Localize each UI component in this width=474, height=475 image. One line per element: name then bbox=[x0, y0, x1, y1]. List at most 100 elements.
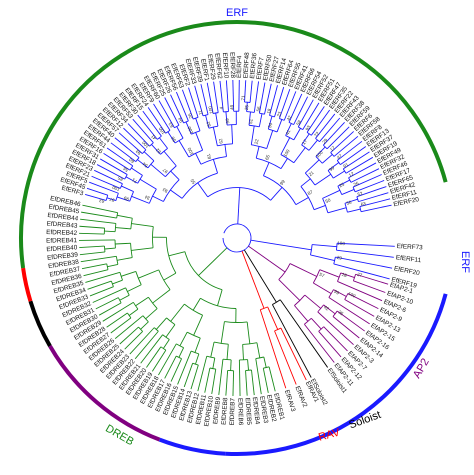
terminal-branch bbox=[110, 142, 137, 162]
terminal-branch bbox=[297, 99, 314, 128]
internal-arc bbox=[352, 186, 356, 193]
clade-stem-erf_side bbox=[250, 239, 277, 245]
internal-branch bbox=[167, 131, 176, 144]
internal-branch bbox=[313, 205, 326, 211]
terminal-branch bbox=[355, 273, 389, 285]
terminal-branch bbox=[175, 91, 189, 122]
terminal-branch bbox=[213, 81, 219, 113]
bootstrap-value: 100 bbox=[158, 126, 167, 136]
leaf-label: EfDREB8 bbox=[221, 397, 230, 425]
leaf-label: EfERF28 bbox=[228, 52, 236, 79]
terminal-branch bbox=[283, 91, 297, 121]
internal-branch bbox=[115, 227, 131, 230]
bootstrap-value: 81 bbox=[206, 153, 212, 160]
terminal-branch bbox=[80, 255, 117, 263]
internal-branch bbox=[267, 116, 273, 130]
bootstrap-value: 100 bbox=[141, 140, 150, 149]
internal-branch bbox=[217, 289, 223, 306]
internal-branch bbox=[198, 261, 213, 276]
internal-branch bbox=[163, 150, 177, 167]
tree-branches bbox=[79, 80, 395, 396]
internal-branch bbox=[312, 244, 337, 248]
internal-branch bbox=[152, 289, 171, 304]
terminal-branch bbox=[119, 326, 139, 345]
terminal-branch bbox=[89, 181, 119, 194]
bootstrap-value: 51 bbox=[248, 118, 254, 124]
terminal-branch bbox=[238, 359, 241, 396]
terminal-branch bbox=[280, 327, 307, 381]
bootstrap-value: 100 bbox=[111, 184, 120, 192]
bootstrap-value: 42 bbox=[323, 304, 330, 311]
internal-branch bbox=[327, 162, 340, 171]
internal-branch bbox=[248, 111, 251, 126]
bootstrap-value: 72 bbox=[313, 130, 320, 137]
internal-arc bbox=[352, 274, 357, 281]
bootstrap-value: 85 bbox=[117, 175, 124, 182]
internal-arc bbox=[152, 226, 154, 248]
bootstrap-value: 18 bbox=[341, 272, 348, 279]
terminal-branch bbox=[211, 369, 217, 395]
internal-branch bbox=[246, 321, 251, 344]
bootstrap-value: 100 bbox=[315, 149, 324, 158]
terminal-branch bbox=[258, 82, 266, 114]
internal-branch bbox=[179, 331, 188, 347]
terminal-branch bbox=[132, 118, 154, 143]
internal-branch bbox=[337, 179, 350, 187]
internal-branch bbox=[116, 196, 130, 202]
bootstrap-value: 100 bbox=[337, 241, 345, 247]
internal-arc bbox=[149, 142, 154, 147]
internal-branch bbox=[212, 357, 216, 369]
bootstrap-value: 82 bbox=[155, 147, 162, 154]
terminal-branch bbox=[336, 249, 394, 258]
leaf-label: EfDREB39 bbox=[47, 252, 79, 262]
terminal-branch bbox=[87, 280, 112, 290]
bootstrap-value: 12 bbox=[348, 171, 355, 178]
internal-branch bbox=[128, 308, 139, 316]
clade-stem-erf_main bbox=[237, 208, 240, 225]
internal-arc bbox=[348, 177, 352, 183]
leaf-label: EfERF1 bbox=[199, 58, 210, 82]
internal-branch bbox=[195, 132, 204, 151]
internal-branch bbox=[151, 144, 161, 155]
leaf-label: EfDREB41 bbox=[46, 237, 77, 244]
internal-arc bbox=[245, 369, 252, 371]
bootstrap-value: 55 bbox=[189, 177, 196, 184]
internal-branch bbox=[117, 214, 133, 219]
terminal-branch bbox=[317, 311, 354, 345]
leaf-label: EfDREB9 bbox=[212, 396, 222, 424]
bootstrap-value: 71 bbox=[131, 177, 138, 184]
internal-branch bbox=[278, 279, 301, 301]
internal-branch bbox=[220, 321, 225, 344]
terminal-branch bbox=[360, 204, 392, 213]
bootstrap-value: 100 bbox=[347, 291, 356, 299]
internal-branch bbox=[159, 137, 168, 149]
internal-branch bbox=[276, 119, 283, 133]
terminal-branch bbox=[151, 349, 167, 372]
terminal-branch bbox=[134, 330, 159, 360]
internal-arc bbox=[166, 317, 176, 325]
terminal-branch bbox=[232, 80, 235, 112]
clade-stem-soloist bbox=[243, 249, 259, 273]
group-arc-ap2-2 bbox=[48, 344, 161, 442]
internal-branch bbox=[340, 272, 355, 278]
bootstrap-value: 4 bbox=[219, 106, 224, 110]
terminal-branch bbox=[274, 330, 297, 385]
leaf-label: EfDREB5 bbox=[244, 397, 253, 425]
internal-arc bbox=[336, 160, 341, 165]
terminal-branch bbox=[177, 350, 192, 385]
terminal-branch bbox=[206, 82, 214, 114]
terminal-branch bbox=[335, 256, 393, 269]
terminal-branch bbox=[80, 218, 116, 224]
terminal-branch bbox=[218, 359, 224, 396]
terminal-branch bbox=[330, 131, 354, 153]
leaf-label: EfERF11 bbox=[395, 254, 422, 264]
internal-branch bbox=[170, 170, 180, 181]
internal-branch bbox=[280, 158, 288, 169]
bootstrap-value: 34 bbox=[144, 194, 151, 201]
leaf-label: EfERF20 bbox=[393, 265, 420, 277]
leaf-labels: EfERF3EfERF45EfERF5EfERF21EfERF23EfERF18… bbox=[46, 52, 423, 427]
leaf-label: EfDREB40 bbox=[46, 244, 78, 253]
internal-branch bbox=[106, 197, 117, 202]
